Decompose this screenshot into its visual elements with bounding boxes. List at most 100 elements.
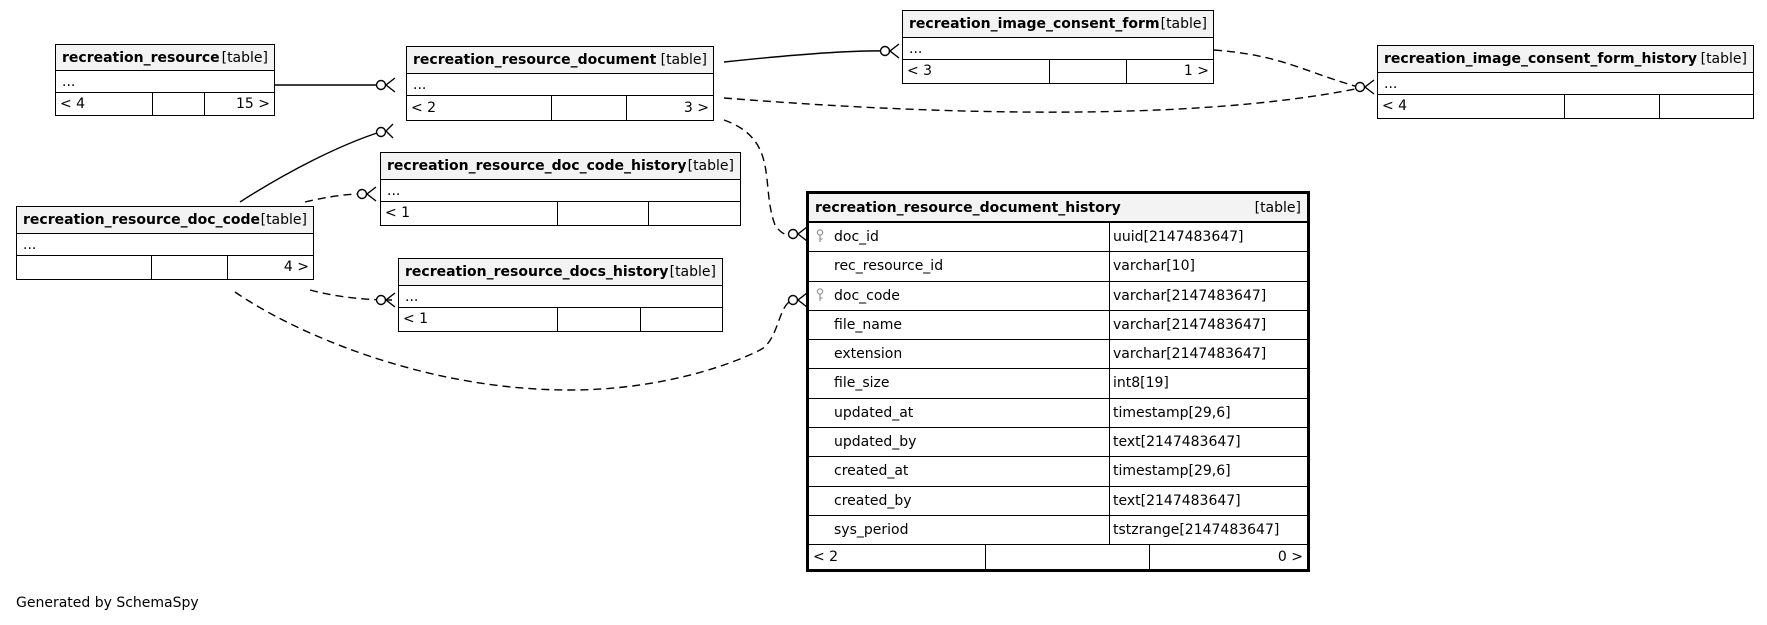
column-type: uuid[2147483647] (1113, 229, 1244, 245)
column-name: updated_at (809, 398, 1110, 428)
footer-parents[interactable]: < 2 (411, 100, 437, 116)
table-ellipsis: ... (56, 71, 274, 93)
column-type: timestamp[29,6] (1113, 463, 1231, 480)
table-kind: [table] (687, 158, 734, 174)
column-row[interactable]: doc_id uuid[2147483647] (809, 223, 1307, 253)
column-name-text: created_at (834, 463, 909, 480)
footer-parents[interactable]: < 1 (403, 311, 429, 327)
footer-children[interactable]: 3 > (626, 96, 713, 120)
table-recreation-resource-doc-code[interactable]: recreation_resource_doc_code [table] ...… (16, 206, 314, 280)
column-name: created_at (809, 457, 1110, 486)
footer-columns (551, 96, 626, 120)
table-name: recreation_resource_document_history (815, 199, 1121, 216)
column-name-text: doc_id (834, 229, 879, 245)
column-name: file_size (809, 369, 1110, 398)
footer-children[interactable]: 1 > (1126, 60, 1213, 83)
column-row[interactable]: doc_code varchar[2147483647] (809, 281, 1307, 311)
column-name-text: sys_period (834, 521, 909, 538)
table-name: recreation_resource_docs_history (405, 264, 669, 280)
table-footer: < 2 3 > (407, 96, 713, 120)
column-row[interactable]: updated_at timestamp[29,6] (809, 398, 1307, 429)
table-recreation-resource[interactable]: recreation_resource [table] ... < 4 15 > (55, 44, 275, 116)
table-ellipsis: ... (399, 286, 722, 308)
footer-columns (557, 308, 640, 331)
column-name-text: rec_resource_id (834, 258, 944, 275)
footer-columns (151, 256, 227, 279)
footer-parents[interactable]: < 4 (60, 96, 86, 112)
table-footer: < 3 1 > (903, 60, 1213, 83)
table-kind: [table] (1700, 51, 1747, 67)
table-footer: 4 > (17, 256, 313, 279)
footer-children[interactable] (1659, 95, 1753, 118)
column-type: timestamp[29,6] (1113, 404, 1231, 421)
table-ellipsis: ... (407, 74, 713, 96)
footer-children[interactable]: 0 > (1149, 545, 1307, 570)
table-kind: [table] (669, 264, 716, 280)
table-footer: < 4 (1378, 95, 1753, 118)
footer-children[interactable]: 15 > (204, 93, 274, 115)
footer-columns (557, 202, 648, 225)
column-name-text: file_name (834, 316, 903, 333)
table-recreation-image-consent-form[interactable]: recreation_image_consent_form [table] ..… (902, 10, 1214, 84)
column-type: varchar[2147483647] (1113, 287, 1267, 304)
column-row[interactable]: file_name varchar[2147483647] (809, 310, 1307, 341)
column-type: int8[19] (1113, 375, 1169, 392)
footer-parents[interactable] (17, 256, 151, 279)
rel-consent-form-to-history (1213, 49, 1359, 88)
column-row[interactable]: file_size int8[19] (809, 369, 1307, 399)
column-row[interactable]: created_at timestamp[29,6] (809, 457, 1307, 487)
crowsfoot-docs-history-in (375, 292, 396, 308)
footer-parents[interactable]: < 4 (1382, 98, 1408, 114)
table-kind: [table] (1160, 16, 1207, 32)
crowsfoot-document-lower-in (375, 123, 394, 139)
column-name-text: doc_code (834, 287, 900, 304)
footer-children[interactable] (648, 202, 740, 225)
rel-document-to-consent-form (723, 50, 888, 63)
table-name: recreation_resource_document (413, 52, 657, 68)
table-kind: [table] (221, 49, 268, 66)
column-type: varchar[2147483647] (1113, 346, 1267, 363)
column-name: extension (809, 340, 1110, 369)
crowsfoot-code-history-in (356, 186, 377, 202)
column-type: text[2147483647] (1113, 434, 1241, 451)
footer-parents[interactable]: < 1 (385, 205, 411, 221)
table-recreation-image-consent-form-history[interactable]: recreation_image_consent_form_history [t… (1377, 45, 1754, 119)
table-recreation-resource-docs-history[interactable]: recreation_resource_docs_history [table]… (398, 258, 723, 332)
column-name: doc_code (809, 281, 1110, 310)
table-name: recreation_resource_doc_code_history (387, 158, 687, 174)
footer-parents[interactable]: < 2 (813, 549, 839, 566)
footer-children[interactable] (640, 308, 722, 331)
column-type: varchar[2147483647] (1113, 316, 1267, 333)
column-name: created_by (809, 486, 1110, 515)
key-icon (816, 287, 824, 301)
footer-children[interactable]: 4 > (227, 256, 313, 279)
column-name: file_name (809, 310, 1110, 340)
rel-document-to-document-history (723, 119, 796, 236)
table-recreation-resource-document[interactable]: recreation_resource_document [table] ...… (406, 46, 714, 121)
table-footer: < 2 0 > (809, 545, 1307, 570)
table-footer: < 4 15 > (56, 93, 274, 115)
column-name-text: updated_by (834, 434, 917, 451)
table-ellipsis: ... (381, 180, 740, 202)
table-recreation-resource-document-history[interactable]: recreation_resource_document_history [ta… (806, 191, 1310, 573)
key-icon (816, 229, 824, 242)
table-kind: [table] (1254, 199, 1301, 216)
footer-parents[interactable]: < 3 (907, 63, 933, 79)
rel-doc-code-to-code-history (304, 193, 361, 203)
table-footer: < 1 (381, 202, 740, 225)
table-recreation-resource-doc-code-history[interactable]: recreation_resource_doc_code_history [ta… (380, 152, 741, 226)
table-name: recreation_resource (62, 49, 220, 66)
table-name: recreation_image_consent_form_history (1384, 51, 1697, 67)
footer-columns (985, 545, 1149, 570)
generated-by-label: Generated by SchemaSpy (16, 595, 199, 611)
column-name-text: file_size (834, 375, 890, 392)
rel-doc-code-to-docs-history (309, 289, 393, 301)
column-row[interactable]: updated_by text[2147483647] (809, 428, 1307, 458)
footer-columns (152, 93, 204, 115)
column-name-text: updated_at (834, 404, 914, 421)
